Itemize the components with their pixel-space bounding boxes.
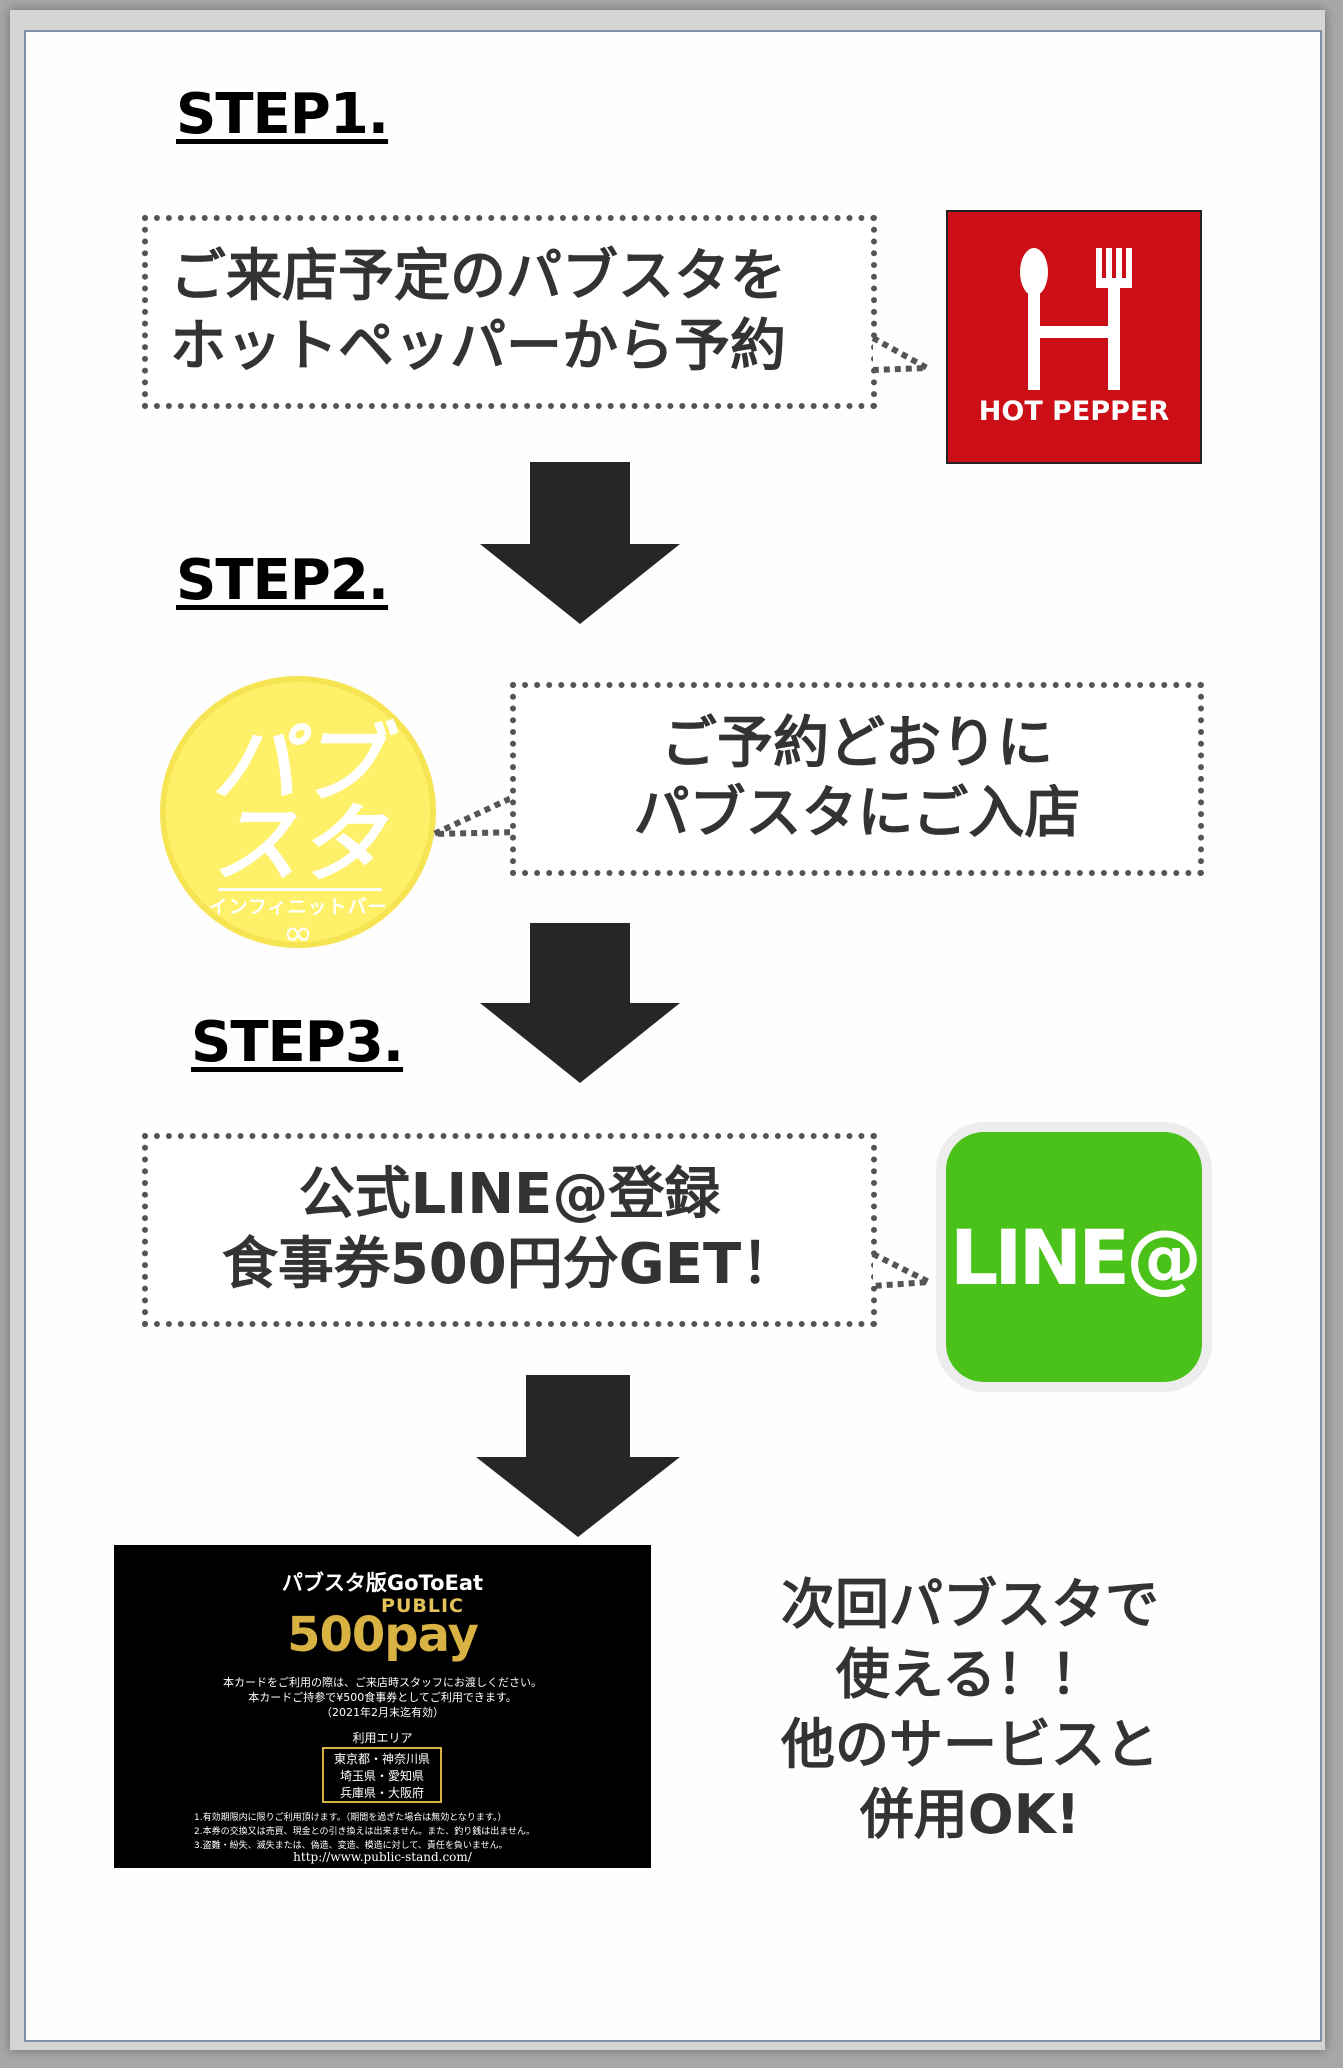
coupon-card-area-line: 兵庫県・大阪府 bbox=[339, 1786, 424, 1800]
coupon-card-term: 2.本券の交換又は売買、現金との引き換えは出来ません。また、釣り銭は出ません。 bbox=[194, 1827, 535, 1837]
coupon-card-notice-line: 本カードをご利用の際は、ご来店時スタッフにお渡しください。 bbox=[223, 1676, 542, 1689]
pabsuta-logo-mark: パブ スタ bbox=[212, 715, 399, 895]
coupon-card-brand: PUBLIC bbox=[381, 1595, 464, 1617]
step2-text-line2: パブスタにご入店 bbox=[633, 781, 1081, 846]
step3-callout-tail bbox=[871, 1251, 941, 1289]
hotpepper-logo-text: HOT PEPPER bbox=[978, 396, 1170, 427]
coupon-card-term: 3.盗難・紛失、滅失または、偽造、変造、模造に対して、責任を負いません。 bbox=[194, 1841, 508, 1851]
pabsuta-logo: パブ スタ インフィニットバー ∞ bbox=[160, 676, 436, 954]
step3-callout: 公式LINE@登録 食事券500円分GET！ bbox=[142, 1133, 877, 1327]
coupon-card-area-box: 東京都・神奈川県 埼玉県・愛知県 兵庫県・大阪府 bbox=[322, 1747, 442, 1803]
step1-text-line1: ご来店予定のパブスタを bbox=[170, 244, 786, 309]
line-logo-text: LINE@ bbox=[949, 1212, 1202, 1302]
step3-text-line1: 公式LINE@登録 bbox=[298, 1162, 721, 1227]
step2-title: STEP2. bbox=[176, 548, 389, 613]
fork-spoon-icon bbox=[1020, 248, 1132, 390]
coupon-card-term: 1.有効期限内に限りご利用頂けます。（期間を過ぎた場合は無効となります。） bbox=[194, 1813, 507, 1823]
step1-text-line2: ホットペッパーから予約 bbox=[170, 314, 786, 379]
coupon-card-area-label: 利用エリア bbox=[352, 1731, 413, 1745]
final-message-line: 他のサービスと bbox=[781, 1713, 1159, 1776]
step2-callout: ご予約どおりに パブスタにご入店 bbox=[510, 682, 1204, 876]
coupon-card-area-line: 埼玉県・愛知県 bbox=[339, 1769, 424, 1783]
coupon-card-url: http://www.public-stand.com/ bbox=[293, 1850, 472, 1864]
coupon-card-title: パブスタ版GoToEat bbox=[281, 1571, 484, 1595]
step1-title: STEP1. bbox=[176, 82, 389, 147]
final-message-line: 併用OK! bbox=[859, 1783, 1081, 1846]
final-message-line: 次回パブスタで bbox=[781, 1573, 1159, 1636]
pabsuta-logo-sub: インフィニットバー bbox=[208, 896, 388, 918]
coupon-card-notice-line: （2021年2月末迄有効） bbox=[321, 1706, 444, 1719]
coupon-card-notice-line: 本カードご持参で¥500食事券としてご利用できます。 bbox=[248, 1691, 517, 1704]
final-message: 次回パブスタで 使える！！ 他のサービスと 併用OK! bbox=[700, 1570, 1240, 1850]
down-arrow-1-icon bbox=[480, 462, 680, 624]
down-arrow-2-icon bbox=[480, 923, 680, 1083]
pabsuta-logo-main-top: パブ bbox=[212, 715, 399, 815]
coupon-card: パブスタ版GoToEat PUBLIC 500pay 本カードをご利用の際は、ご… bbox=[114, 1545, 651, 1868]
coupon-card-amount: 500pay bbox=[287, 1607, 479, 1663]
step1-callout: ご来店予定のパブスタを ホットペッパーから予約 bbox=[142, 215, 877, 409]
coupon-card-terms: 1.有効期限内に限りご利用頂けます。（期間を過ぎた場合は無効となります。） 2.… bbox=[194, 1811, 611, 1853]
coupon-card-notice: 本カードをご利用の際は、ご来店時スタッフにお渡しください。 本カードご持参で¥5… bbox=[114, 1675, 651, 1720]
step1-callout-tail bbox=[871, 335, 938, 373]
final-message-line: 使える！！ bbox=[835, 1643, 1105, 1706]
step3-title: STEP3. bbox=[191, 1010, 404, 1075]
step2-callout-tail bbox=[432, 791, 522, 837]
down-arrow-3-icon bbox=[476, 1375, 680, 1537]
coupon-card-area-line: 東京都・神奈川県 bbox=[333, 1752, 430, 1766]
step3-text-line2: 食事券500円分GET！ bbox=[221, 1232, 798, 1297]
line-logo: LINE@ bbox=[946, 1132, 1202, 1382]
step2-text-line1: ご予約どおりに bbox=[661, 711, 1053, 776]
hotpepper-logo: HOT PEPPER bbox=[946, 210, 1202, 464]
infinity-icon: ∞ bbox=[283, 913, 313, 954]
pabsuta-logo-main-bottom: スタ bbox=[212, 795, 389, 895]
